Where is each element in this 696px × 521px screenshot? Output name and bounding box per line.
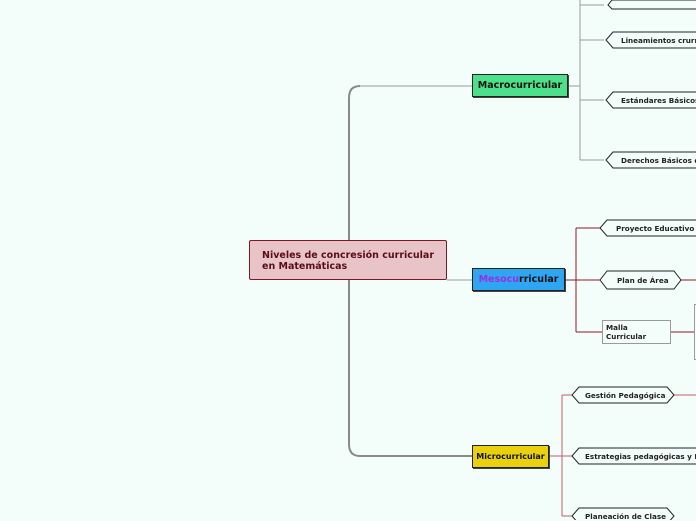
mesocurricular-label-part1: Mesocu: [478, 274, 520, 285]
connector-trunk: [348, 85, 472, 457]
label-lineamientos: Lineamientos crurr: [621, 36, 696, 45]
connector-meso-out: [671, 279, 696, 333]
hex-node-estandares[interactable]: [605, 91, 696, 109]
root-title: Niveles de concresión curricular en Mate…: [262, 250, 435, 272]
macrocurricular-label: Macrocurricular: [477, 80, 563, 91]
label-proyecto-educativo: Proyecto Educativo I: [616, 224, 696, 233]
hex-node-gestion[interactable]: [571, 386, 675, 404]
hex-node-estrategias[interactable]: [571, 447, 696, 465]
hex-node-planeacion[interactable]: [571, 507, 675, 520]
hex-node-lineamientos[interactable]: [605, 31, 696, 49]
label-malla-curricular: Malla Curricular: [606, 323, 647, 341]
label-estandares: Estándares Básicos: [621, 96, 696, 105]
hex-node-proyecto[interactable]: [599, 219, 696, 237]
malla-curricular-child-box[interactable]: [694, 304, 696, 360]
label-plan-area: Plan de Área: [617, 276, 669, 285]
hex-node-derechos[interactable]: [605, 151, 696, 169]
mesocurricular-node[interactable]: Mesocurricular: [472, 268, 565, 291]
label-gestion-pedagogica: Gestión Pedagógica: [585, 391, 666, 400]
root-node[interactable]: Niveles de concresión curricular en Mate…: [249, 240, 447, 280]
label-estrategias: Estrategias pedagógicas y D: [585, 452, 696, 461]
connector-macro-children: [568, 0, 604, 161]
malla-curricular-node[interactable]: Malla Curricular: [602, 320, 671, 344]
hex-node-plan-area[interactable]: [599, 270, 682, 290]
label-planeacion: Planeación de Clase: [585, 512, 666, 521]
connector-micro-children: [549, 394, 572, 517]
macrocurricular-node[interactable]: Macrocurricular: [472, 74, 568, 97]
label-derechos: Derechos Básicos d: [621, 156, 696, 165]
microcurricular-node[interactable]: Microcurricular: [472, 445, 549, 468]
microcurricular-label: Microcurricular: [476, 452, 545, 461]
mesocurricular-label-part2: rricular: [519, 274, 559, 285]
connector-meso-children: [565, 227, 602, 333]
hex-node-macro-top[interactable]: [607, 0, 696, 10]
